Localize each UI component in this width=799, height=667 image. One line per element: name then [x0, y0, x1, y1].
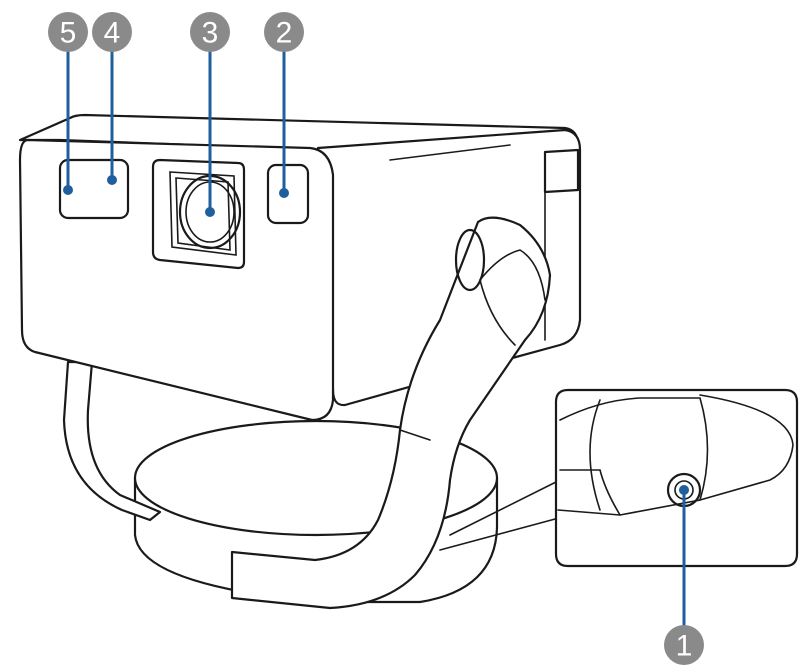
sensor-window-left [58, 158, 130, 220]
callout-4: 4 [92, 12, 132, 185]
callout-1: 1 [664, 485, 704, 665]
callout-number: 4 [104, 17, 121, 50]
sensor-window-right [266, 163, 310, 225]
callout-5: 5 [48, 12, 88, 195]
callout-number: 1 [676, 630, 693, 663]
callout-number: 2 [276, 17, 293, 50]
lens-housing [151, 158, 246, 270]
callout-3: 3 [190, 12, 230, 217]
callout-2: 2 [264, 12, 304, 198]
callout-number: 5 [60, 17, 77, 50]
rear-stand-arm [62, 360, 162, 522]
callout-number: 3 [202, 17, 219, 50]
zoom-inset [439, 388, 799, 568]
front-stand-arm [230, 216, 552, 610]
